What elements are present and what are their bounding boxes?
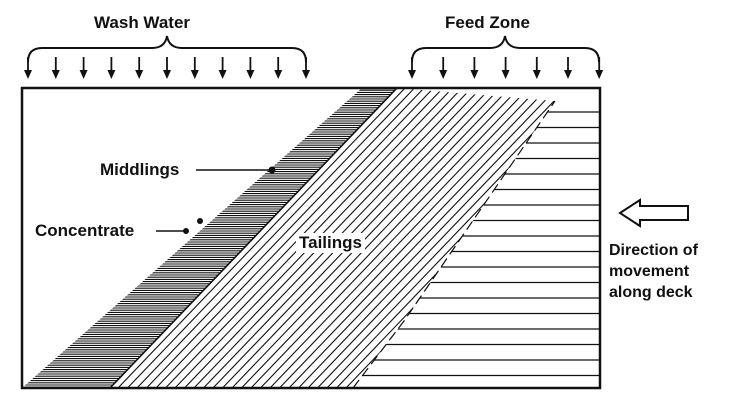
tailings-hatch-line bbox=[316, 88, 555, 388]
tailings-hatch-line bbox=[440, 88, 555, 388]
feed-zone-arrows bbox=[408, 57, 604, 79]
feed-arrow-head bbox=[501, 70, 510, 79]
tailings-hatch-line bbox=[583, 48, 735, 408]
tailings-hatch-line bbox=[468, 88, 555, 388]
deck-outline bbox=[20, 86, 602, 390]
tailings-hatch-line bbox=[564, 48, 735, 408]
wash-water-brace bbox=[27, 35, 307, 63]
tailings-hatch-line bbox=[402, 88, 555, 388]
wash-water-arrow-head bbox=[51, 70, 60, 79]
wash-water-arrows bbox=[24, 57, 310, 79]
feed-arrow-head bbox=[595, 70, 604, 79]
tailings-hatch-line bbox=[297, 88, 555, 388]
tailings-hatch-line bbox=[478, 88, 555, 388]
feed-zone-label: Feed Zone bbox=[445, 13, 531, 32]
feed-arrow-head bbox=[439, 70, 448, 79]
left-arrow-icon bbox=[618, 198, 689, 228]
wash-water-arrow-head bbox=[302, 70, 310, 79]
wash-water-arrow-head bbox=[274, 70, 283, 79]
tailings-hatch-line bbox=[383, 88, 555, 388]
tailings-hatch-line bbox=[354, 88, 555, 388]
tailings-hatch-line bbox=[269, 88, 555, 388]
feed-arrow-head bbox=[564, 70, 572, 79]
tailings-hatch-line bbox=[535, 88, 555, 388]
wash-water-arrow-head bbox=[79, 70, 88, 79]
wash-water-label: Wash Water bbox=[94, 13, 191, 32]
concentrate-marker-dot bbox=[197, 218, 203, 224]
tailings-hatch-line bbox=[364, 88, 555, 388]
tailings-hatch-line bbox=[202, 88, 555, 388]
tailings-hatch-line bbox=[110, 88, 454, 388]
feed-arrow-head bbox=[408, 70, 416, 79]
direction-label-line2: movement bbox=[609, 263, 690, 280]
direction-label-line3: along deck bbox=[609, 284, 693, 301]
tailings-hatch-line bbox=[183, 88, 549, 388]
tailings-hatch-line bbox=[193, 88, 555, 388]
tailings-hatch-line bbox=[392, 88, 555, 388]
tailings-hatch-line bbox=[525, 88, 555, 388]
tailings-hatch-line bbox=[554, 88, 555, 388]
tailings-hatch-line bbox=[240, 88, 555, 388]
feed-arrow-head bbox=[470, 70, 479, 79]
tailings-hatch-line bbox=[307, 88, 555, 388]
tailings-hatch-line bbox=[259, 88, 555, 388]
tailings-hatch-line bbox=[345, 88, 555, 388]
tailings-hatch-line bbox=[288, 88, 555, 388]
direction-label-line1: Direction of bbox=[609, 242, 698, 259]
tailings-hatch-line bbox=[449, 88, 555, 388]
concentrate-label: Concentrate bbox=[35, 221, 135, 240]
wash-water-arrow-head bbox=[218, 70, 227, 79]
feed-boundary-dashed-line bbox=[352, 100, 556, 389]
tailings-label: Tailings bbox=[296, 233, 365, 253]
tailings-hatch-line bbox=[497, 88, 555, 388]
tailings-hatch-line bbox=[459, 88, 555, 388]
wash-water-arrow-head bbox=[190, 70, 199, 79]
tailings-hatch-line bbox=[421, 88, 555, 388]
wash-water-arrow-head bbox=[246, 70, 255, 79]
middlings-label: Middlings bbox=[100, 160, 180, 179]
concentrate-leader-dot bbox=[183, 228, 189, 234]
wash-water-arrow-head bbox=[107, 70, 116, 79]
tailings-hatch-line bbox=[110, 88, 463, 388]
tailings-hatch-line bbox=[335, 88, 555, 388]
wash-water-arrow-head bbox=[163, 70, 171, 79]
tailings-hatch-line bbox=[231, 88, 555, 388]
middlings-leader-dot bbox=[268, 166, 276, 174]
tailings-hatch-line bbox=[516, 88, 555, 388]
tailings-hatch-line bbox=[574, 48, 735, 408]
tailings-hatch-line bbox=[544, 88, 555, 388]
feed-arrow-head bbox=[532, 70, 541, 79]
wash-water-arrow-head bbox=[135, 70, 144, 79]
feed-zone-brace bbox=[411, 35, 600, 63]
tailings-hatch-line bbox=[110, 88, 444, 388]
tailings-zone-hatching bbox=[110, 48, 735, 408]
tailings-hatch-line bbox=[110, 88, 473, 388]
wash-water-arrow-head bbox=[24, 70, 32, 79]
tailings-hatch-line bbox=[506, 88, 555, 388]
tailings-hatch-line bbox=[326, 88, 555, 388]
tailings-hatch-line bbox=[221, 88, 555, 388]
tailings-hatch-line bbox=[212, 88, 555, 388]
tailings-boundary-line bbox=[109, 87, 398, 389]
